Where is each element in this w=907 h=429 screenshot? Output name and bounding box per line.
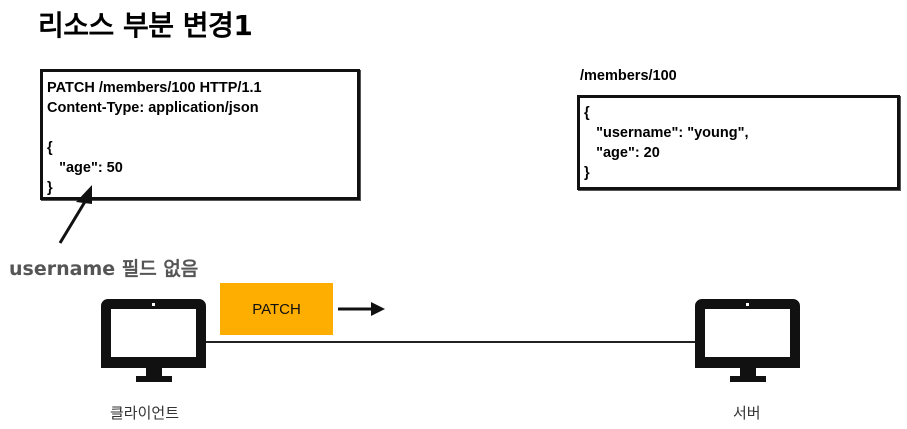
resource-line: } xyxy=(584,165,590,181)
resource-box: { "username": "young", "age": 20 } xyxy=(577,95,900,190)
resource-path: /members/100 xyxy=(580,68,677,84)
server-monitor-icon xyxy=(695,299,800,382)
send-arrow xyxy=(338,302,385,316)
request-box: PATCH /members/100 HTTP/1.1 Content-Type… xyxy=(40,69,360,200)
resource-line: "username": "young", xyxy=(584,125,749,141)
note-arrow xyxy=(58,185,92,244)
client-monitor-icon xyxy=(101,299,206,382)
request-line: Content-Type: application/json xyxy=(47,100,259,116)
request-line: PATCH /members/100 HTTP/1.1 xyxy=(47,80,262,96)
resource-line: { xyxy=(584,105,590,121)
resource-line: "age": 20 xyxy=(584,145,660,161)
request-line: } xyxy=(47,180,53,196)
request-line: "age": 50 xyxy=(47,160,123,176)
request-line: { xyxy=(47,140,53,156)
server-label: 서버 xyxy=(733,404,761,422)
missing-field-note: username 필드 없음 xyxy=(9,258,199,280)
page-title: 리소스 부분 변경1 xyxy=(38,9,253,42)
client-label: 클라이언트 xyxy=(110,404,180,422)
patch-method-badge: PATCH xyxy=(220,283,333,335)
